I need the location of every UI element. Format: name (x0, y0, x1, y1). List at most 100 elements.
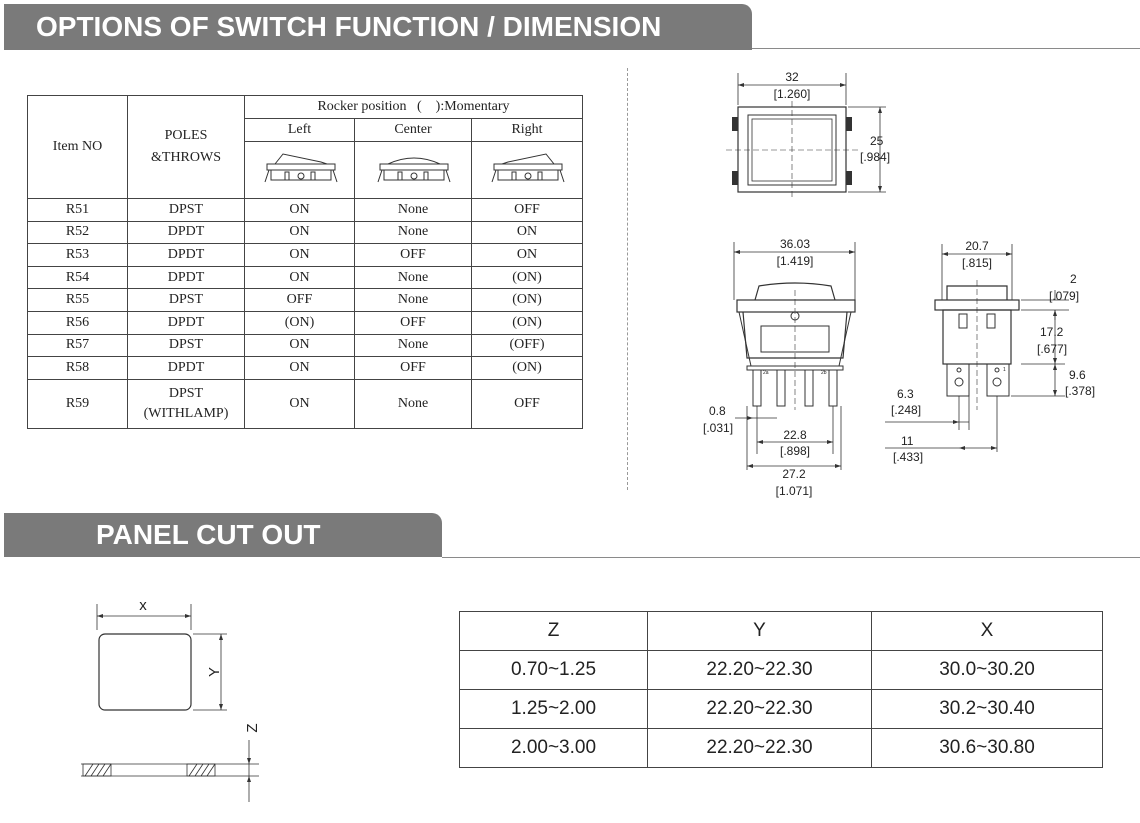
poles-cell: DPDT (127, 310, 245, 335)
left-position-cell: ON (244, 198, 355, 222)
right-position-cell: ON (471, 243, 583, 267)
throws-label: &THROWS (151, 150, 221, 165)
top-view-drawing: 32 [1.260] 25 [.984] (726, 70, 890, 197)
item-no-cell: R53 (27, 243, 128, 267)
dim-side-pitch: 6.3 (897, 387, 914, 401)
col-header-right: Right (471, 118, 583, 142)
center-position-cell: None (354, 265, 472, 290)
poles-value: DPST (168, 385, 204, 401)
terminal-label-2a: 2a (763, 370, 769, 376)
cutout-label-y: Y (206, 667, 223, 677)
col-header-z: Z (459, 611, 648, 651)
rocker-left-icon-cell (244, 141, 355, 199)
left-position-cell: ON (244, 333, 355, 358)
center-position-cell: OFF (354, 310, 472, 335)
col-header-center: Center (354, 118, 472, 142)
cutout-label-z: Z (244, 723, 261, 732)
z-range-cell: 0.70~1.25 (459, 650, 648, 690)
switch-options-table: Item NO POLES &THROWS Rocker position ( … (27, 95, 583, 429)
center-position-cell: None (354, 378, 472, 429)
left-position-cell: ON (244, 356, 355, 380)
dim-terminal-pitch-in: [.898] (780, 444, 810, 458)
right-position-cell: (ON) (471, 356, 583, 380)
item-no-cell: R52 (27, 220, 128, 245)
item-no-cell: R56 (27, 310, 128, 335)
center-position-cell: None (354, 288, 472, 312)
y-range-cell: 22.20~22.30 (647, 689, 872, 729)
center-position-cell: None (354, 220, 472, 245)
dim-terminal-pitch: 22.8 (783, 428, 807, 442)
dim-top-width-in: [1.260] (774, 87, 811, 101)
poles-cell: DPST (127, 333, 245, 358)
dim-terminal-thick: 0.8 (709, 404, 726, 418)
dim-flange: 2 (1070, 272, 1077, 286)
dim-flange-in: [.079] (1049, 289, 1079, 303)
dim-body-height: 17.2 (1040, 325, 1064, 339)
left-position-cell: ON (244, 243, 355, 267)
rocker-position-header: Rocker position ( ):Momentary (244, 95, 583, 119)
dim-side-width-in: [.815] (962, 256, 992, 270)
dim-side-span-in: [.433] (893, 450, 923, 464)
terminal-label-2b: 2b (821, 370, 827, 376)
rocker-right-icon-cell (471, 141, 583, 199)
dim-top-width: 32 (785, 70, 799, 84)
z-range-cell: 1.25~2.00 (459, 689, 648, 729)
terminal-label-1: 1 (1003, 367, 1006, 373)
section-divider (627, 68, 628, 490)
item-no-cell: R59 (27, 378, 128, 429)
right-position-cell: (ON) (471, 310, 583, 335)
z-range-cell: 2.00~3.00 (459, 728, 648, 768)
x-range-cell: 30.0~30.20 (871, 650, 1103, 690)
right-position-cell: OFF (471, 198, 583, 222)
right-position-cell: (ON) (471, 288, 583, 312)
rocker-left-icon (264, 152, 337, 182)
item-no-cell: R54 (27, 265, 128, 290)
lamp-note: (WITHLAMP) (143, 405, 229, 421)
item-no-cell: R57 (27, 333, 128, 358)
dim-side-span: 11 (901, 434, 914, 448)
poles-cell: DPDT (127, 356, 245, 380)
dim-side-width: 20.7 (965, 239, 989, 253)
panel-cutout-drawing: x Y Z (81, 597, 261, 802)
cutout-label-x: x (139, 597, 147, 614)
right-position-cell: (OFF) (471, 333, 583, 358)
dim-top-height: 25 (870, 134, 884, 148)
center-position-cell: None (354, 333, 472, 358)
col-header-item-no: Item NO (27, 95, 128, 199)
section-title-switch-function: OPTIONS OF SWITCH FUNCTION / DIMENSION (4, 4, 752, 50)
poles-cell: DPDT (127, 220, 245, 245)
col-header-poles-throws: POLES &THROWS (127, 95, 245, 199)
dim-top-height-in: [.984] (860, 150, 890, 164)
banner-underline (752, 48, 1140, 49)
poles-cell: DPST (127, 288, 245, 312)
rocker-right-icon (491, 152, 565, 182)
dim-body-height-in: [.677] (1037, 342, 1067, 356)
y-range-cell: 22.20~22.30 (647, 728, 872, 768)
item-no-cell: R55 (27, 288, 128, 312)
right-position-cell: OFF (471, 378, 583, 429)
dim-terminal-height-in: [.378] (1065, 384, 1095, 398)
dim-side-pitch-in: [.248] (891, 403, 921, 417)
left-position-cell: ON (244, 378, 355, 429)
dim-front-width-in: [1.419] (777, 254, 814, 268)
left-position-cell: (ON) (244, 310, 355, 335)
col-header-x: X (871, 611, 1103, 651)
poles-cell: DPDT (127, 265, 245, 290)
rocker-center-icon-cell (354, 141, 472, 199)
x-range-cell: 30.6~30.80 (871, 728, 1103, 768)
poles-cell: DPST (WITHLAMP) (127, 378, 245, 429)
center-position-cell: OFF (354, 243, 472, 267)
col-header-left: Left (244, 118, 355, 142)
banner-underline (442, 557, 1140, 558)
left-position-cell: ON (244, 220, 355, 245)
